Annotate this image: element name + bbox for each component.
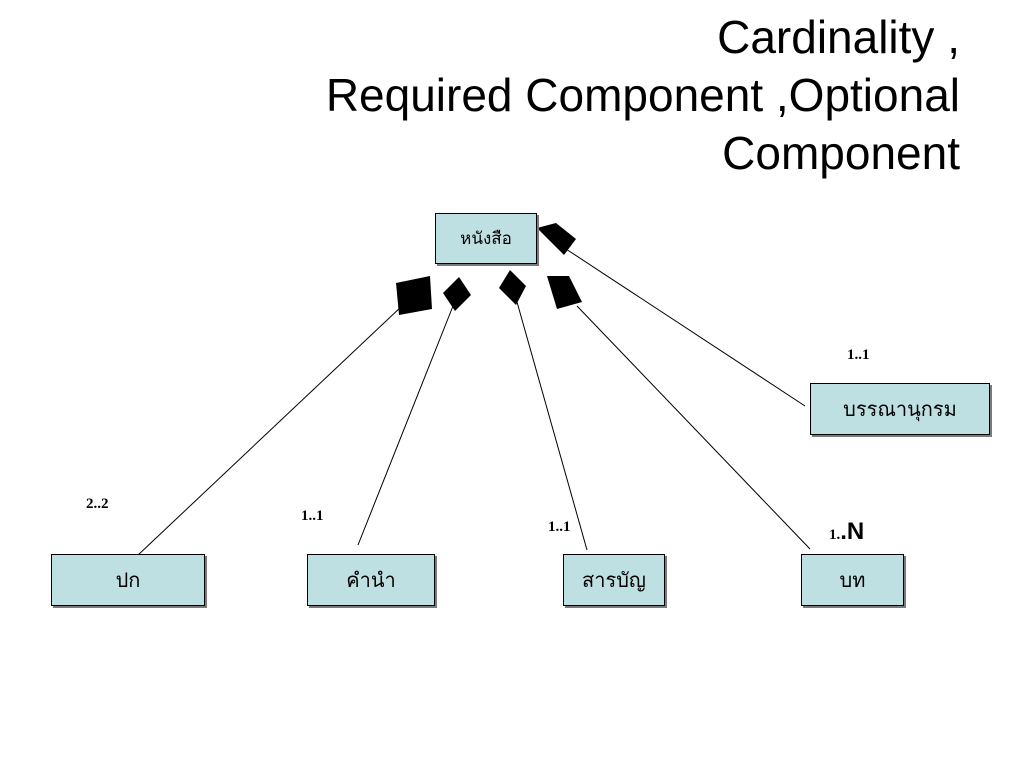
node-toc: สารบัญ <box>563 554 665 606</box>
diamond-preface <box>443 277 471 311</box>
diamond-bibliography <box>537 223 576 255</box>
node-cover: ปก <box>51 554 205 606</box>
node-chapter: บท <box>801 554 904 606</box>
title-line-1: Cardinality , <box>717 11 960 63</box>
connector-preface <box>357 305 454 546</box>
node-bibliography: บรรณานุกรม <box>810 383 990 435</box>
node-book: หนังสือ <box>435 213 537 264</box>
connector-bibliography <box>565 248 806 407</box>
title-line-3: Component <box>722 127 960 179</box>
cardinality-preface: 1..1 <box>301 508 324 524</box>
connector-cover <box>136 305 403 557</box>
cardinality-chapter: 1..N <box>829 518 864 546</box>
connector-toc <box>516 301 588 551</box>
title-line-2: Required Component ,Optional <box>325 69 960 121</box>
cardinality-toc: 1..1 <box>548 519 571 535</box>
cardinality-chapter-prefix: 1. <box>829 527 841 543</box>
connector-chapter <box>576 305 811 550</box>
slide-title: Cardinality , Required Component ,Option… <box>326 8 960 182</box>
diamond-chapter <box>547 276 582 309</box>
diamond-toc <box>499 270 526 305</box>
cardinality-chapter-suffix: .N <box>840 518 865 545</box>
cardinality-bibliography: 1..1 <box>847 347 870 363</box>
diamond-cover <box>396 276 432 315</box>
cardinality-cover: 2..2 <box>86 496 109 512</box>
node-preface: คำนำ <box>307 554 435 606</box>
